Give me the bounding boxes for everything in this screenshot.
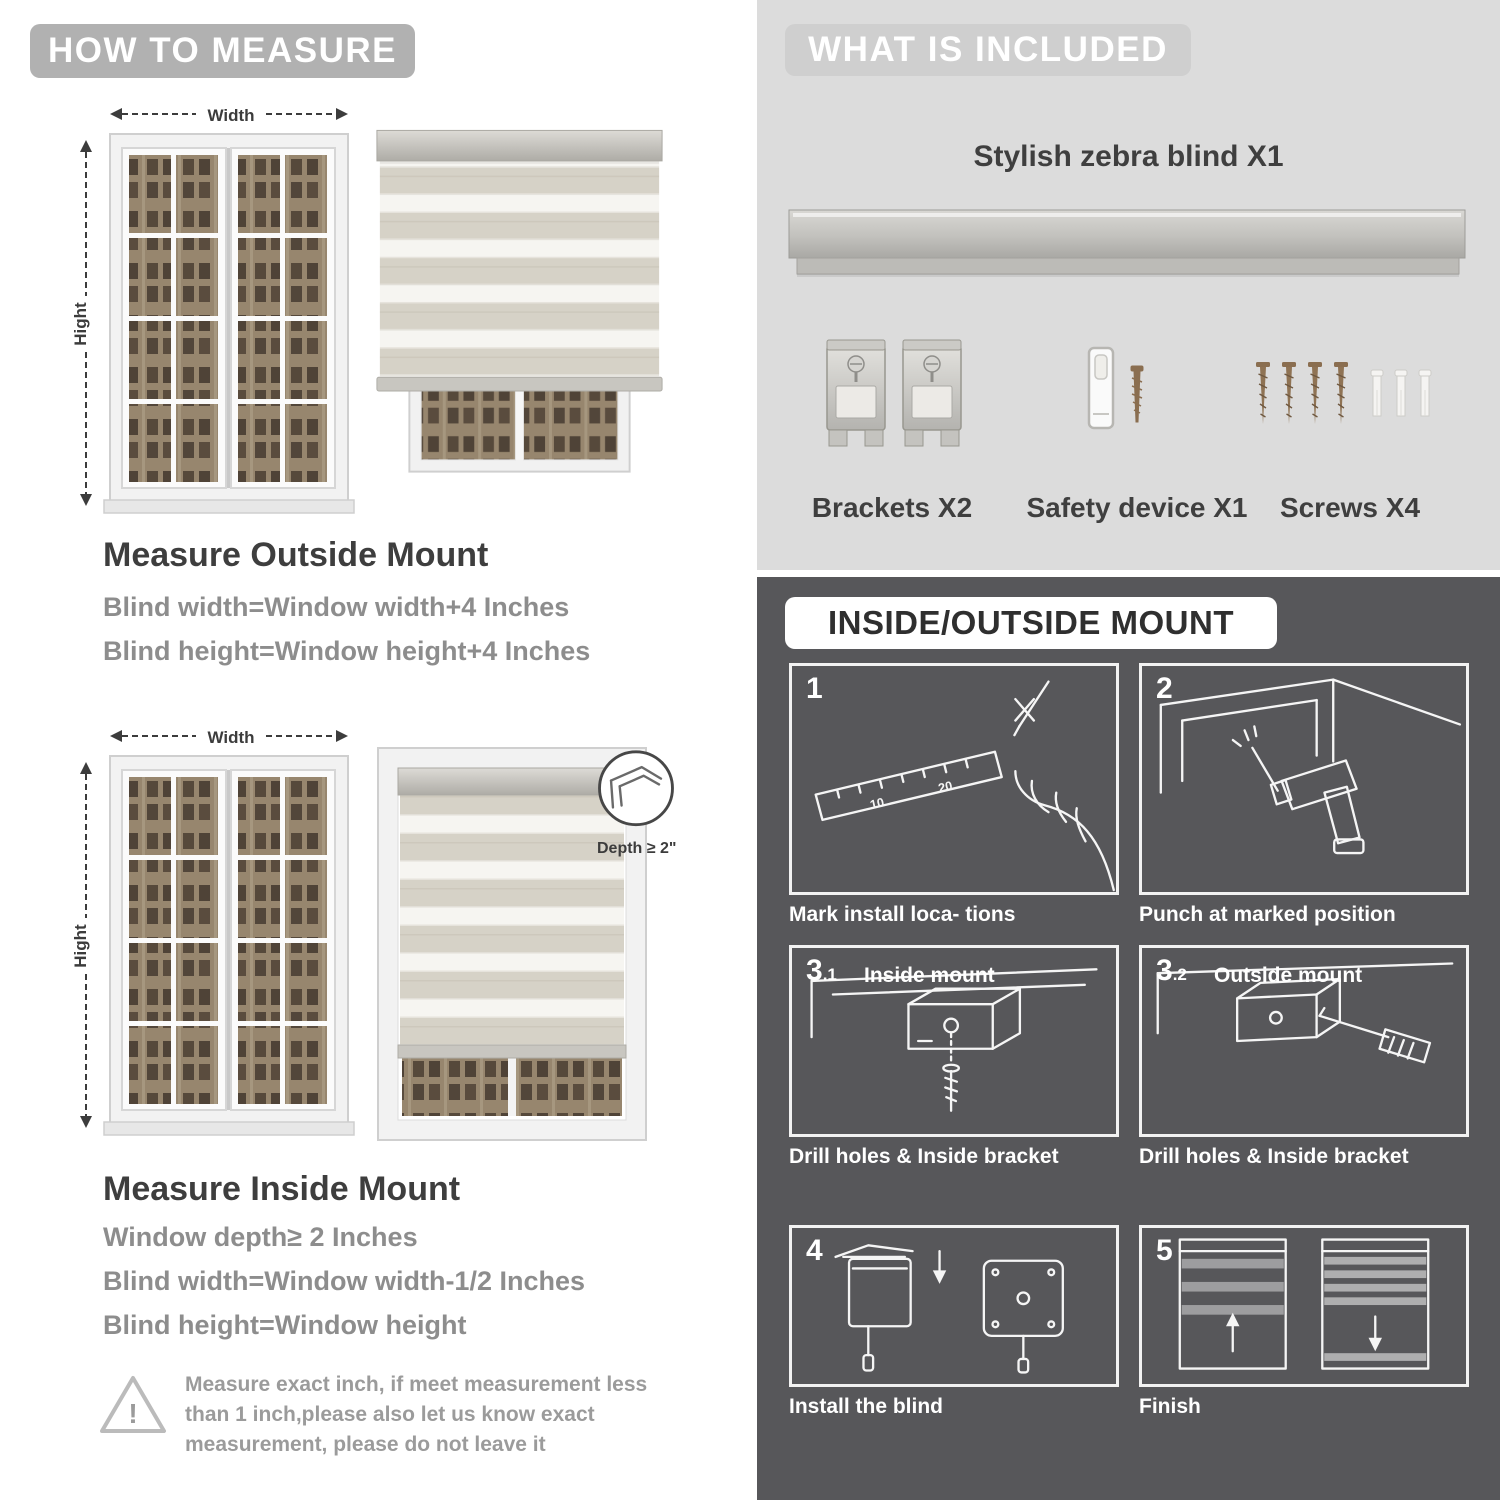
outside-mount-blind-illustration xyxy=(376,129,663,473)
screws-icon xyxy=(1256,362,1432,424)
step-caption-3-2: Drill holes & Inside bracket xyxy=(1139,1145,1409,1168)
inside-mount-rule-3: Blind height=Window height xyxy=(103,1310,467,1340)
outside-mount-rule-2: Blind height=Window height+4 Inches xyxy=(103,636,591,666)
install-blind-illustration xyxy=(834,1244,1064,1374)
warning-line-1: Measure exact inch, if meet measurement … xyxy=(185,1373,648,1396)
height-label: Hight xyxy=(71,924,90,968)
safety-device-label: Safety device X1 xyxy=(1026,492,1248,523)
outside-mount-window-illustration: Width Hight xyxy=(71,106,355,514)
headrail-illustration xyxy=(788,209,1466,277)
how-to-measure-section: HOW TO MEASURE Width Hight xyxy=(0,0,740,1500)
inside-mount-blind-illustration xyxy=(377,747,647,1141)
depth-detail-icon xyxy=(598,750,674,827)
step-caption-2: Punch at marked position xyxy=(1139,903,1396,926)
depth-label: Depth ≥ 2" xyxy=(597,840,677,857)
inside-mount-rule-2: Blind width=Window width-1/2 Inches xyxy=(103,1266,586,1296)
width-label: Width xyxy=(207,728,254,747)
warning-line-2: than 1 inch,please also let us know exac… xyxy=(185,1403,595,1426)
outside-mount-label: Outside mount xyxy=(1214,964,1363,987)
step-panel-2: 2 xyxy=(1139,663,1469,895)
mount-header: INSIDE/OUTSIDE MOUNT xyxy=(785,597,1277,649)
what-is-included-header: WHAT IS INCLUDED xyxy=(785,24,1191,76)
brackets-label: Brackets X2 xyxy=(811,492,973,523)
what-is-included-section: WHAT IS INCLUDED Stylish zebra blind X1 xyxy=(757,0,1500,570)
outside-mount-rule-1: Blind width=Window width+4 Inches xyxy=(103,592,570,622)
inside-mount-label: Inside mount xyxy=(864,964,995,987)
ruler-mark-10: 10 xyxy=(869,795,886,812)
inside-mount-window-illustration: Width Hight xyxy=(71,728,355,1136)
screws-label: Screws X4 xyxy=(1279,492,1421,523)
step-caption-1: Mark install loca- tions xyxy=(789,903,1016,926)
width-label: Width xyxy=(207,106,254,125)
height-label: Hight xyxy=(71,302,90,346)
inside-mount-rule-1: Window depth≥ 2 Inches xyxy=(103,1222,418,1252)
step-number: 3.2 xyxy=(1156,954,1187,987)
step-panel-3-2: 3.2 Outside mount xyxy=(1139,945,1469,1137)
step-panel-5: 5 xyxy=(1139,1225,1469,1387)
step-number: 2 xyxy=(1156,672,1173,705)
mount-steps-section: INSIDE/OUTSIDE MOUNT 10 20 xyxy=(757,577,1500,1500)
how-to-measure-header: HOW TO MEASURE xyxy=(30,24,415,78)
step-number: 5 xyxy=(1156,1234,1173,1267)
safety-device-icon xyxy=(1087,346,1144,430)
outside-bracket-illustration xyxy=(1156,962,1454,1064)
warning-icon: ! xyxy=(100,1376,166,1433)
step-caption-4: Install the blind xyxy=(789,1395,944,1418)
inside-bracket-illustration xyxy=(810,968,1098,1112)
ruler-mark-20: 20 xyxy=(937,779,954,796)
step-number: 3.1 xyxy=(806,954,837,987)
mark-locations-illustration: 10 20 xyxy=(814,680,1115,892)
outside-mount-title: Measure Outside Mount xyxy=(103,536,489,574)
step-number: 4 xyxy=(806,1234,823,1267)
inside-mount-title: Measure Inside Mount xyxy=(103,1170,461,1208)
step-caption-5: Finish xyxy=(1139,1395,1201,1418)
step-number: 1 xyxy=(806,672,823,705)
brackets-icon xyxy=(826,339,962,447)
drill-illustration xyxy=(1159,678,1462,855)
step-panel-3-1: 3.1 Inside mount xyxy=(789,945,1119,1137)
warning-line-3: measurement, please do not leave it xyxy=(185,1433,546,1456)
step-caption-3-1: Drill holes & Inside bracket xyxy=(789,1145,1059,1168)
warning-text: Measure exact inch, if meet measurement … xyxy=(185,1370,647,1460)
step-panel-1: 10 20 1 xyxy=(789,663,1119,895)
zebra-blind-label: Stylish zebra blind X1 xyxy=(973,140,1284,173)
finish-illustration xyxy=(1178,1238,1430,1370)
step-panel-4: 4 xyxy=(789,1225,1119,1387)
warning-exclamation: ! xyxy=(128,1398,137,1429)
